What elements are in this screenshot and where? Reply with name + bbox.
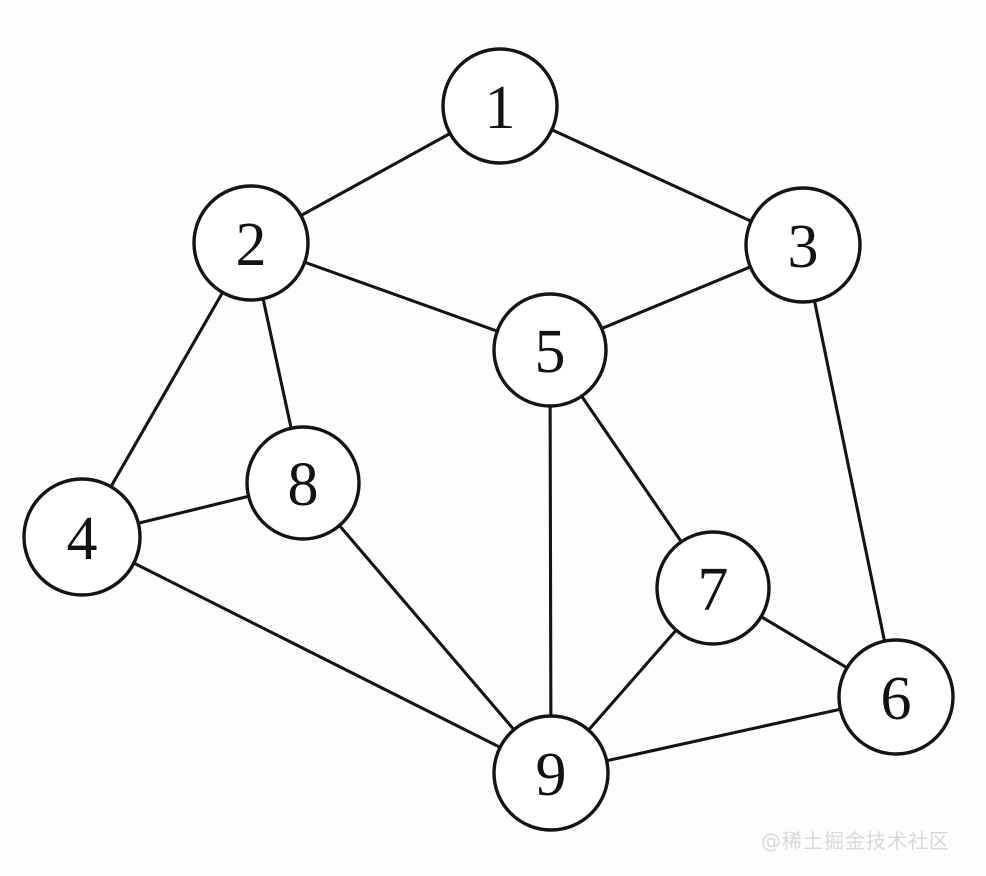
node-layer: 1 2 3 4 5 6 7 8 9 <box>22 47 955 832</box>
graph-node-9[interactable]: 9 <box>492 714 610 832</box>
graph-edge-6-7 <box>758 614 850 671</box>
graph-node-3[interactable]: 3 <box>744 186 862 304</box>
graph-node-1[interactable]: 1 <box>441 47 559 165</box>
graph-node-label-4: 4 <box>67 505 98 573</box>
graph-node-7[interactable]: 7 <box>655 530 771 646</box>
graph-node-circle-9[interactable] <box>492 714 610 832</box>
graph-node-circle-7[interactable] <box>655 530 771 646</box>
graph-node-label-6: 6 <box>881 665 912 733</box>
graph-node-5[interactable]: 5 <box>492 292 608 408</box>
graph-node-circle-1[interactable] <box>441 47 559 165</box>
graph-node-label-3: 3 <box>788 213 819 281</box>
graph-node-circle-5[interactable] <box>492 292 608 408</box>
graph-node-circle-8[interactable] <box>245 425 361 541</box>
watermark-label: @稀土掘金技术社区 <box>761 829 950 853</box>
graph-node-label-8: 8 <box>288 451 319 519</box>
graph-edge-2-5 <box>301 260 500 334</box>
graph-edge-7-9 <box>586 627 679 733</box>
graph-node-circle-4[interactable] <box>22 477 142 597</box>
graph-node-label-1: 1 <box>485 74 516 142</box>
graph-edge-5-9 <box>548 403 553 719</box>
graph-node-circle-3[interactable] <box>744 186 862 304</box>
graph-node-2[interactable]: 2 <box>192 184 310 302</box>
graph-edge-6-9 <box>603 707 844 763</box>
graph-edge-4-8 <box>135 494 252 526</box>
graph-edge-1-3 <box>549 127 754 224</box>
edge-layer <box>108 127 887 763</box>
graph-edge-1-2 <box>298 131 453 218</box>
graph-edge-2-8 <box>261 295 293 431</box>
graph-node-8[interactable]: 8 <box>245 425 361 541</box>
graph-node-label-9: 9 <box>536 741 567 809</box>
graph-node-4[interactable]: 4 <box>22 477 142 597</box>
graph-node-6[interactable]: 6 <box>837 638 955 756</box>
graph-node-circle-2[interactable] <box>192 184 310 302</box>
graph-node-label-7: 7 <box>698 556 729 624</box>
graph-node-label-2: 2 <box>236 211 267 279</box>
graph-node-label-5: 5 <box>535 318 566 386</box>
graph-edge-2-4 <box>108 289 225 490</box>
graph-edge-5-7 <box>579 393 684 545</box>
graph-edge-3-5 <box>599 264 754 331</box>
graph-node-circle-6[interactable] <box>837 638 955 756</box>
graph-edge-3-6 <box>812 298 887 644</box>
graph-edge-4-9 <box>131 560 503 750</box>
graph-edge-8-9 <box>337 523 517 733</box>
